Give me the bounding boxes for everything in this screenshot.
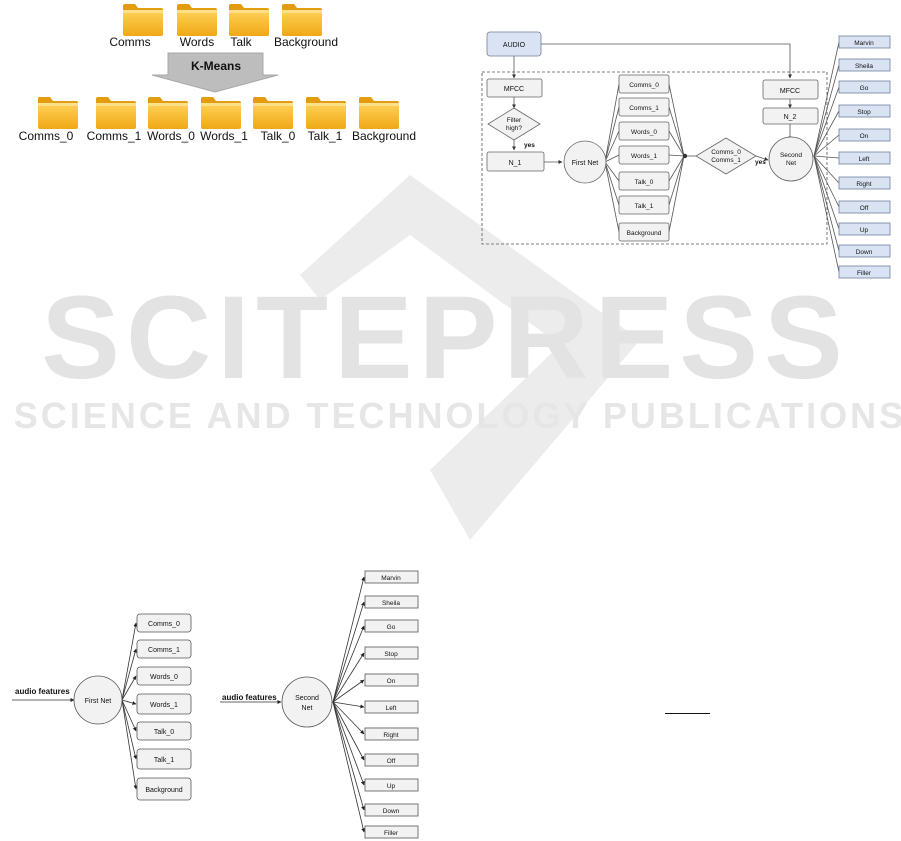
first-output-label: Words_0	[631, 129, 657, 136]
n1-node	[486, 151, 545, 172]
filter-yes-label: yes	[524, 142, 535, 149]
first-net-output-label: Talk_0	[154, 729, 174, 736]
first-net-output-label: Comms_0	[148, 621, 180, 628]
second-net-node	[768, 136, 814, 182]
first-output-label: Background	[627, 230, 662, 237]
first-net-output-label: Words_1	[150, 702, 178, 709]
comms-decision	[695, 137, 757, 175]
first-output-label: Words_1	[631, 153, 657, 160]
pipeline-boundary	[481, 71, 828, 245]
mfcc-right-label: MFCC	[780, 88, 800, 95]
decision-label-line1: Comms_0	[711, 149, 741, 156]
folder-label: Background	[352, 129, 416, 143]
second-output-label: Marvin	[854, 40, 874, 47]
second-net-circle	[281, 676, 333, 728]
first-net-circle-label: First Net	[85, 698, 112, 705]
second-net-outputs: Marvin Sheila Go Stop On Left Right Off …	[838, 35, 891, 279]
second-net-output-label: Sheila	[382, 600, 400, 607]
second-net-output-label: Off	[387, 758, 396, 765]
second-output-label: Off	[860, 205, 869, 212]
first-output-label: Comms_1	[629, 105, 659, 112]
mfcc-left-node	[486, 78, 543, 98]
second-net-output-label: Down	[383, 808, 400, 815]
kmeans-label: K-Means	[191, 59, 241, 73]
n2-node	[762, 107, 819, 125]
second-output-label: Sheila	[855, 63, 873, 70]
mfcc-right-node	[762, 79, 819, 100]
second-net-diagram-outputs: Marvin Sheila Go Stop On Left Right Off …	[364, 570, 419, 839]
second-net-output-label: Stop	[384, 651, 398, 658]
second-output-label: Up	[860, 227, 869, 234]
folder-label: Words_0	[147, 129, 195, 143]
first-output-label: Talk_0	[635, 179, 654, 186]
first-output-label: Talk_1	[635, 203, 654, 210]
second-output-label: On	[860, 133, 869, 140]
first-net-outputs: Comms_0 Comms_1 Words_0 Words_1 Talk_0 T…	[618, 74, 670, 242]
first-net-output-label: Background	[145, 787, 182, 794]
folder-label: Background	[274, 35, 338, 49]
n1-label: N_1	[509, 160, 522, 167]
folder-label: Words	[180, 35, 214, 49]
folder-label: Talk	[230, 35, 252, 49]
decision-yes-label: yes	[755, 159, 766, 166]
second-net-output-label: Filler	[384, 830, 399, 837]
second-output-label: Stop	[857, 109, 871, 116]
first-net-output-label: Words_0	[150, 674, 178, 681]
decision-label-line2: Comms_1	[711, 157, 741, 164]
n2-label: N_2	[784, 114, 797, 121]
first-net-output-label: Comms_1	[148, 647, 180, 654]
first-net-diagram-outputs: Comms_0 Comms_1 Words_0 Words_1 Talk_0 T…	[136, 613, 192, 801]
folder-label: Talk_0	[261, 129, 296, 143]
audio-node	[486, 31, 542, 57]
second-net-output-label: Right	[383, 732, 398, 739]
second-output-label: Left	[859, 156, 870, 163]
divider-line	[665, 713, 710, 714]
mfcc-left-label: MFCC	[504, 86, 524, 93]
folder-label: Comms_1	[87, 129, 142, 143]
second-net-output-label: On	[387, 678, 396, 685]
kmeans-arrow	[151, 52, 279, 93]
second-output-label: Go	[860, 85, 869, 92]
junction-dot	[682, 153, 688, 159]
audio-label: AUDIO	[503, 42, 526, 49]
first-net-output-label: Talk_1	[154, 757, 174, 764]
first-net-circle	[73, 675, 123, 725]
folder-label: Words_1	[200, 129, 248, 143]
second-net-circle-label-line1: Second	[295, 695, 319, 702]
second-net-output-label: Go	[387, 624, 396, 631]
second-output-label: Right	[856, 181, 871, 188]
folder-label: Comms	[109, 35, 150, 49]
watermark-logo-shape	[300, 175, 640, 540]
folder-label: Talk_1	[308, 129, 343, 143]
second-net-input-label: audio features	[222, 693, 277, 702]
second-net-output-label: Left	[386, 705, 397, 712]
watermark-title: SCITEPRESS	[41, 272, 849, 404]
first-net-label: First Net	[572, 160, 599, 167]
filter-decision	[487, 107, 541, 141]
second-net-label-line1: Second	[780, 152, 802, 159]
first-net-node	[563, 140, 607, 184]
second-net-output-label: Up	[387, 783, 396, 790]
second-output-label: Filler	[857, 270, 872, 277]
second-net-output-label: Marvin	[381, 575, 401, 582]
first-net-input-label: audio features	[15, 687, 70, 696]
second-net-circle-label-line2: Net	[302, 705, 313, 712]
watermark-subtitle: SCIENCE AND TECHNOLOGY PUBLICATIONS	[14, 395, 901, 436]
second-net-label-line2: Net	[786, 160, 796, 167]
filter-label-line2: high?	[506, 125, 522, 132]
second-output-label: Down	[856, 249, 873, 256]
filter-label-line1: Filter	[507, 117, 522, 124]
folder-label: Comms_0	[19, 129, 74, 143]
first-output-label: Comms_0	[629, 82, 659, 89]
